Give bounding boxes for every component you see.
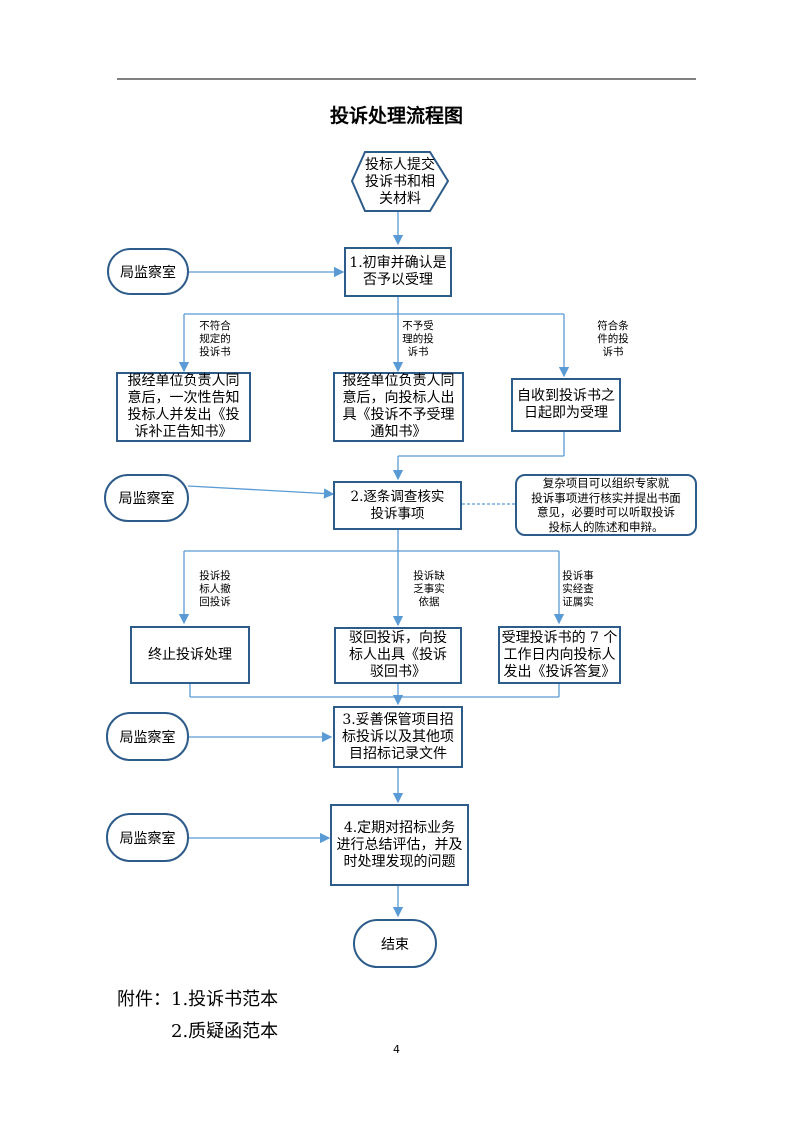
end-label: 结束 bbox=[381, 936, 409, 953]
step4-label: 4.定期对招标业务 进行总结评估，并及 时处理发现的问题 bbox=[336, 819, 463, 870]
attachments-prefix: 附件： bbox=[117, 989, 171, 1010]
edge-label-verified: 投诉事 实经查 证属实 bbox=[562, 570, 594, 608]
step1-initial-review: 1.初审并确认是 否予以受理 bbox=[344, 247, 452, 297]
edge-label-not-compliant: 不符合 规定的 投诉书 bbox=[199, 320, 231, 358]
box-supplement-notice: 报经单位负责人同 意后，一次性告知 投标人并发出《投 诉补正告知书》 bbox=[116, 372, 251, 442]
start-node-shape bbox=[350, 151, 450, 212]
supervision-office-3: 局监察室 bbox=[106, 712, 189, 761]
attachment-item-2: 2.质疑函范本 bbox=[171, 1021, 279, 1042]
box-reply: 受理投诉书的 7 个 工作日内向投标人 发出《投诉答复》 bbox=[498, 626, 621, 684]
edge-label-not-accepted: 不予受 理的投 诉书 bbox=[402, 320, 434, 358]
note-expert-review: 复杂项目可以组织专家就 投诉事项进行核实并提出书面 意见，必要时可以听取投诉 投… bbox=[515, 474, 697, 536]
box-terminate: 终止投诉处理 bbox=[130, 626, 250, 684]
box-dismiss: 驳回投诉，向投 标人出具《投诉 驳回书》 bbox=[334, 627, 462, 684]
step4-periodic-review: 4.定期对招标业务 进行总结评估，并及 时处理发现的问题 bbox=[330, 804, 469, 886]
end-node: 结束 bbox=[353, 919, 437, 968]
box-reply-label: 受理投诉书的 7 个 工作日内向投标人 发出《投诉答复》 bbox=[501, 629, 618, 680]
supervision-label: 局监察室 bbox=[119, 729, 176, 746]
box-supplement-label: 报经单位负责人同 意后，一次性告知 投标人并发出《投 诉补正告知书》 bbox=[127, 373, 240, 440]
note-expert-label: 复杂项目可以组织专家就 投诉事项进行核实并提出书面 意见，必要时可以听取投诉 投… bbox=[531, 476, 681, 534]
step1-label: 1.初审并确认是 否予以受理 bbox=[349, 255, 447, 288]
supervision-label: 局监察室 bbox=[120, 264, 176, 281]
attachment-item-1: 1.投诉书范本 bbox=[171, 989, 279, 1010]
box-accepted-label: 自收到投诉书之 日起即为受理 bbox=[517, 388, 615, 421]
supervision-office-1: 局监察室 bbox=[107, 248, 189, 295]
edge-label-compliant: 符合条 件的投 诉书 bbox=[597, 320, 629, 358]
step3-archive-records: 3.妥善保管项目招 标投诉以及其他项 目招标记录文件 bbox=[333, 706, 463, 768]
page-number: 4 bbox=[393, 1043, 400, 1056]
box-not-accepted-label: 报经单位负责人同 意后，向投标人出 具《投诉不予受理 通知书》 bbox=[342, 373, 455, 440]
step3-label: 3.妥善保管项目招 标投诉以及其他项 目招标记录文件 bbox=[342, 711, 454, 762]
supervision-label: 局监察室 bbox=[119, 830, 176, 847]
supervision-office-4: 局监察室 bbox=[106, 813, 189, 862]
edge-label-lack-basis: 投诉缺 乏事实 依据 bbox=[413, 570, 445, 608]
supervision-label: 局监察室 bbox=[118, 491, 175, 507]
attachments-line-1: 附件：1.投诉书范本 bbox=[117, 985, 278, 1011]
step2-label: 2.逐条调查核实 投诉事项 bbox=[350, 488, 445, 522]
start-node: 投标人提交 投诉书和相 关材料 bbox=[355, 154, 445, 210]
start-node-label: 投标人提交 投诉书和相 关材料 bbox=[365, 156, 435, 207]
edge-label-withdrawn: 投诉投 标人撤 回投诉 bbox=[199, 570, 231, 608]
supervision-office-2: 局监察室 bbox=[104, 474, 189, 522]
box-dismiss-label: 驳回投诉，向投 标人出具《投诉 驳回书》 bbox=[349, 630, 447, 680]
page-title: 投诉处理流程图 bbox=[329, 105, 463, 127]
box-accepted: 自收到投诉书之 日起即为受理 bbox=[511, 378, 621, 432]
box-not-accepted-notice: 报经单位负责人同 意后，向投标人出 具《投诉不予受理 通知书》 bbox=[333, 372, 464, 442]
step2-investigate: 2.逐条调查核实 投诉事项 bbox=[333, 481, 462, 530]
box-terminate-label: 终止投诉处理 bbox=[148, 646, 232, 663]
